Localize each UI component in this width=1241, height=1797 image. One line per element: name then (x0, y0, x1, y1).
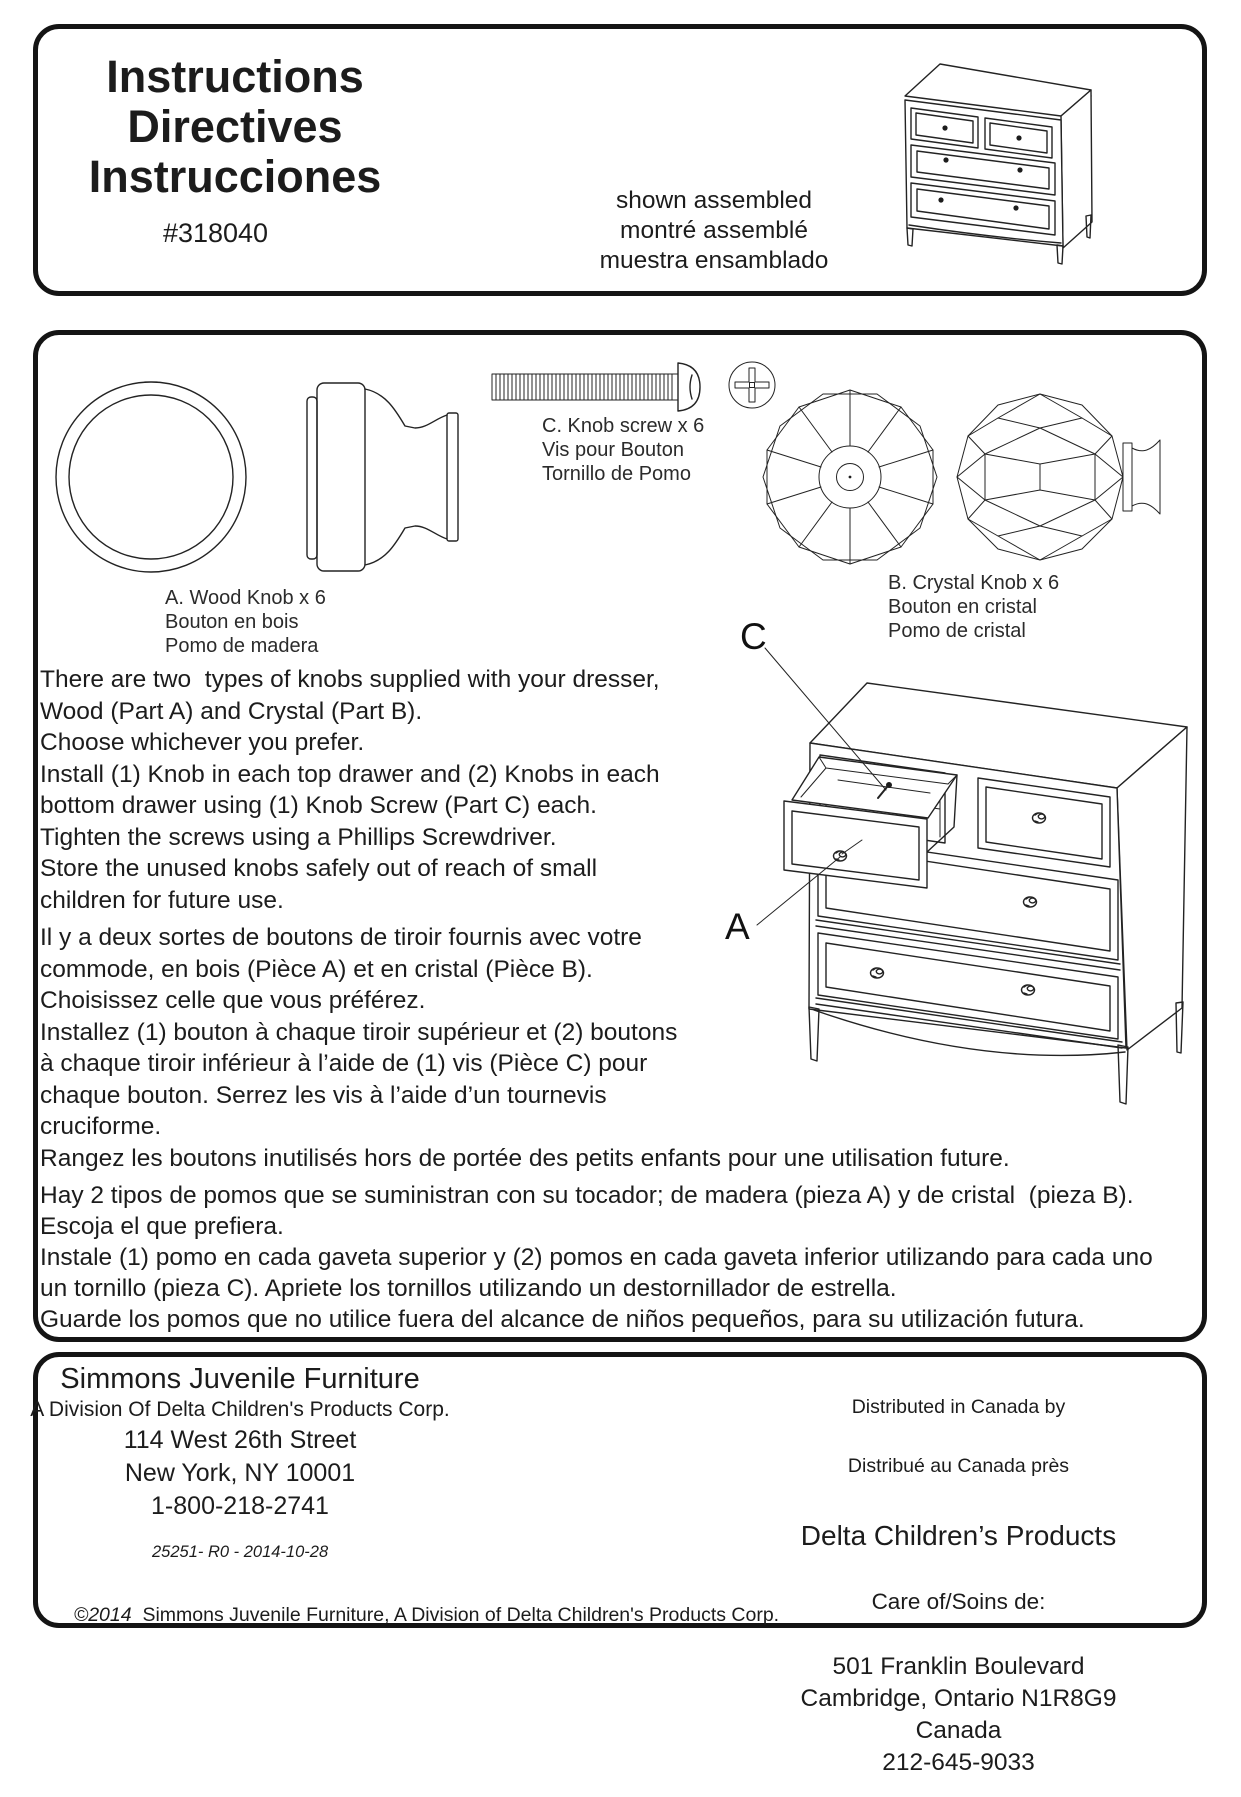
footer-copyright-text: Simmons Juvenile Furniture, A Division o… (142, 1604, 780, 1626)
diagram-label-c: C (740, 616, 767, 657)
crystal-knob-front-drawing (760, 388, 942, 568)
instructions-french: Il y a deux sortes de boutons de tiroir … (40, 924, 1010, 1172)
wood-knob-label: A. Wood Knob x 6 Bouton en bois Pomo de … (165, 587, 326, 657)
wood-knob-front-drawing (55, 381, 249, 575)
footer-box (33, 1352, 1207, 1628)
knob-screw-label: C. Knob screw x 6 Vis pour Bouton Tornil… (542, 415, 705, 485)
page-title: Instructions Directives Instrucciones (88, 51, 382, 202)
footer-address: 114 West 26th Street New York, NY 10001 … (123, 1426, 357, 1520)
distributed-line1: Distributed in Canada by (851, 1396, 1066, 1418)
distributor-company: Delta Children’s Products (800, 1520, 1117, 1551)
crystal-knob-side-drawing (955, 390, 1167, 566)
assembled-caption: shown assembled montré assemblé muestra … (599, 187, 829, 274)
assembled-dresser-drawing (893, 56, 1103, 281)
phillips-head-icon (726, 359, 778, 411)
knob-screw-drawing (488, 358, 703, 416)
footer-copyright-year: ©2014 (73, 1604, 132, 1626)
instructions-english: There are two types of knobs supplied wi… (40, 666, 660, 914)
dresser-diagram-drawing (690, 590, 1210, 1100)
footer-company: Simmons Juvenile Furniture (60, 1363, 420, 1395)
footer-division: A Division Of Delta Children's Products … (30, 1398, 450, 1421)
model-number: #318040 (162, 218, 269, 248)
footer-copyright: ©2014 Simmons Juvenile Furniture, A Divi… (63, 1581, 1163, 1627)
instructions-spanish: Hay 2 tipos de pomos que se suministran … (40, 1182, 1153, 1333)
wood-knob-side-drawing (305, 381, 465, 575)
diagram-label-a: A (725, 906, 750, 947)
footer-distributor: Distributed in Canada by Distribué au Ca… (766, 1360, 1151, 1797)
distributor-care: Care of/Soins de: (871, 1589, 1046, 1614)
distributor-address: 501 Franklin Boulevard Cambridge, Ontari… (800, 1653, 1117, 1776)
distributed-line2: Distribué au Canada près (847, 1455, 1070, 1477)
crystal-knob-label: B. Crystal Knob x 6 Bouton en cristal Po… (888, 572, 1060, 642)
thumbnail-knob-dots (938, 125, 1023, 211)
footer-revision: 25251- R0 - 2014-10-28 (152, 1543, 329, 1561)
